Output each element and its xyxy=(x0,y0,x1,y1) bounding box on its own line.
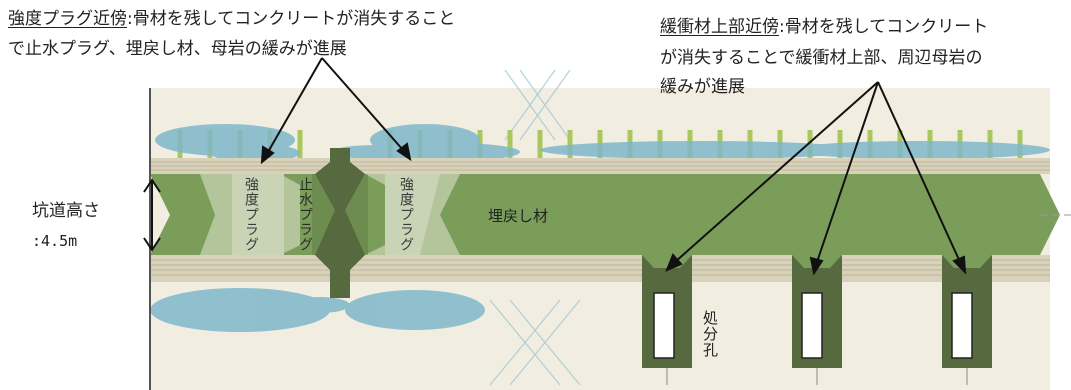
callout-right-body-2: が消失することで緩衝材上部、周辺母岩の xyxy=(660,48,983,68)
lower-rock-band xyxy=(150,255,1050,282)
water-stop-plug-body xyxy=(312,174,368,255)
upper-band-texture xyxy=(150,161,1050,171)
loosened-rock-upper xyxy=(155,124,1050,162)
water-plug-label: 止水プラグ xyxy=(297,177,313,252)
strength-plug-left-label: 強度プラグ xyxy=(243,177,259,252)
backfill-label: 埋戻し材 xyxy=(488,207,549,225)
callout-left-line1: 強度プラグ近傍:骨材を残してコンクリートが消失すること xyxy=(8,7,455,31)
rock-fracture-hatch xyxy=(489,69,581,386)
callout-left-title: 強度プラグ近傍 xyxy=(8,9,127,29)
disposal-hole-2 xyxy=(792,255,842,385)
strength-plug-right-core xyxy=(385,174,440,255)
callout-right-body-3: 緩みが進展 xyxy=(660,77,745,97)
disposal-hole-1 xyxy=(642,255,692,385)
tunnel-height-value: :4.5m xyxy=(32,232,78,250)
callout-right-line1: 緩衝材上部近傍:骨材を残してコンクリート xyxy=(660,15,988,39)
callout-left-body-2: で止水プラグ、埋戻し材、母岩の緩みが進展 xyxy=(8,39,347,59)
loosened-rock-lower xyxy=(150,288,485,332)
tunnel-height-label: 坑道高さ xyxy=(32,201,100,221)
disposal-holes xyxy=(642,255,992,385)
callout-arrows-right xyxy=(665,81,967,276)
disposal-hole-3 xyxy=(942,255,992,385)
disposal-hole-label: 処分孔 xyxy=(701,310,719,358)
lower-band-texture xyxy=(150,259,1050,276)
callout-right-title: 緩衝材上部近傍 xyxy=(660,17,779,37)
callout-left-body-1: :骨材を残してコンクリートが消失すること xyxy=(127,9,456,29)
tunnel-height-arrow xyxy=(143,178,161,252)
strength-plug-right-label: 強度プラグ xyxy=(398,177,414,252)
callout-arrows-left xyxy=(260,57,412,165)
callout-right-body-1: :骨材を残してコンクリート xyxy=(779,17,989,37)
strength-plug-left-core xyxy=(232,174,284,255)
backfill-material xyxy=(150,174,1060,255)
water-stop-plug xyxy=(315,148,365,298)
